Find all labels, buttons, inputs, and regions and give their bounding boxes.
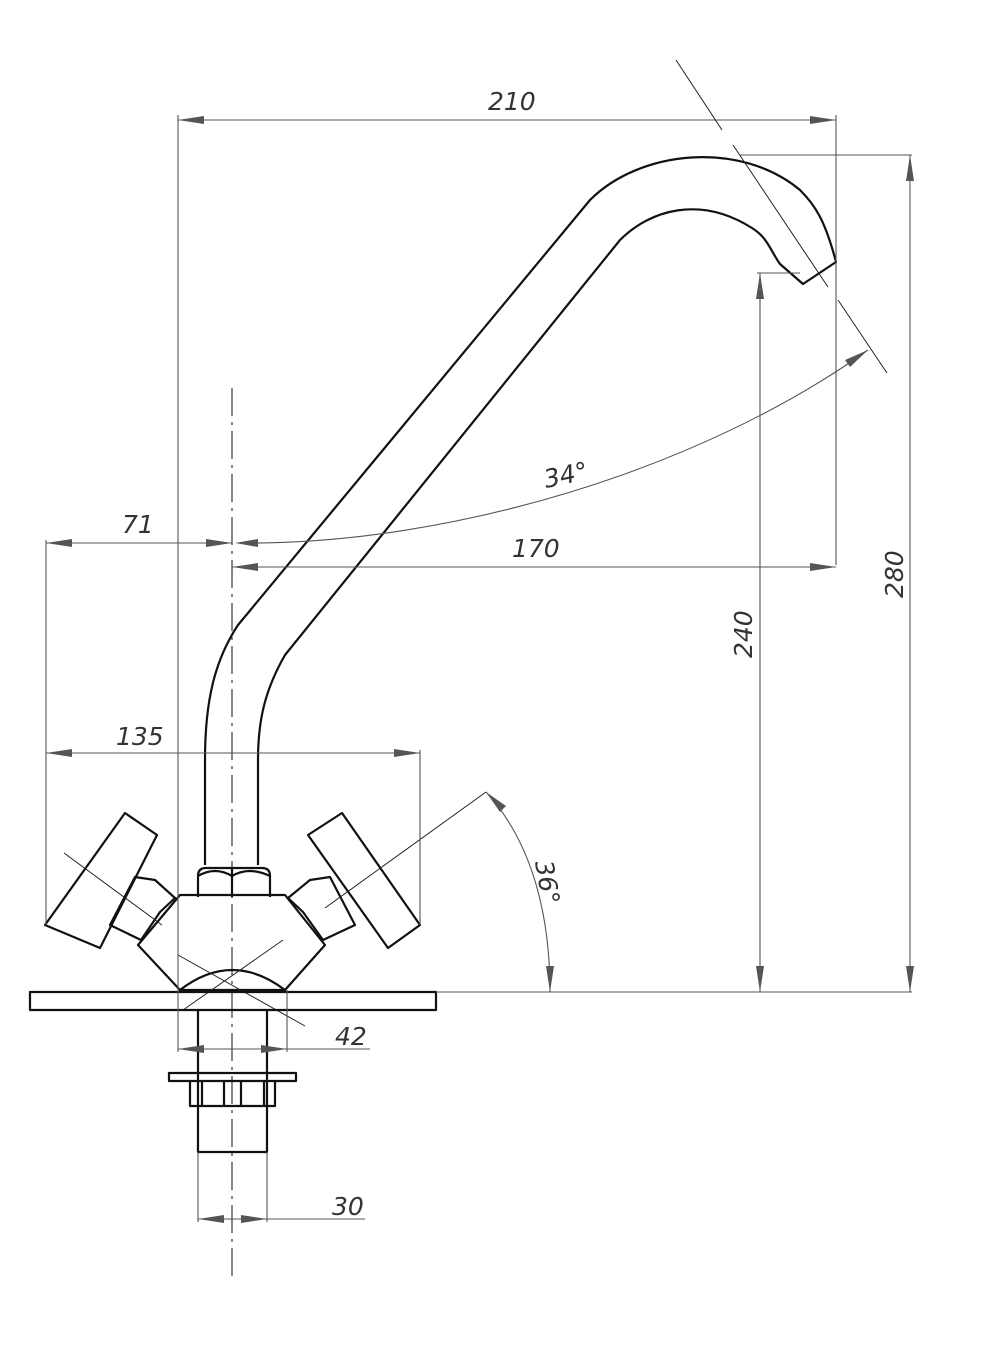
spout-angle-ext bbox=[675, 59, 723, 131]
washer bbox=[167, 1071, 298, 1083]
svg-text:135: 135 bbox=[116, 722, 164, 751]
svg-text:280: 280 bbox=[880, 550, 909, 598]
right-handle[interactable] bbox=[286, 791, 487, 950]
dim-135: 135 bbox=[46, 722, 421, 925]
body-arc bbox=[179, 968, 286, 991]
svg-text:30: 30 bbox=[332, 1192, 364, 1221]
svg-text:42: 42 bbox=[335, 1022, 367, 1051]
handle-axis-left bbox=[177, 954, 306, 1027]
dim-210: 210 bbox=[177, 87, 837, 990]
spout bbox=[203, 156, 838, 865]
dim-34deg: 34° bbox=[235, 349, 869, 547]
svg-text:240: 240 bbox=[729, 610, 758, 658]
svg-text:170: 170 bbox=[512, 534, 560, 563]
left-handle[interactable] bbox=[43, 811, 177, 950]
svg-text:210: 210 bbox=[488, 87, 536, 116]
svg-text:71: 71 bbox=[122, 510, 154, 539]
dim-240: 240 bbox=[729, 272, 800, 992]
handle-axis-right bbox=[182, 939, 284, 1011]
dim-280: 280 bbox=[740, 154, 914, 992]
dim-71: 71 bbox=[45, 510, 232, 925]
deck-plate bbox=[28, 990, 438, 1012]
svg-text:36°: 36° bbox=[529, 858, 565, 907]
fixing-nut bbox=[188, 1081, 277, 1108]
dim-36deg: 36° bbox=[485, 791, 565, 993]
dim-42: 42 bbox=[177, 990, 370, 1053]
dim-170: 170 bbox=[232, 534, 836, 571]
dim-30: 30 bbox=[197, 1152, 365, 1223]
spout-nut bbox=[196, 866, 272, 897]
